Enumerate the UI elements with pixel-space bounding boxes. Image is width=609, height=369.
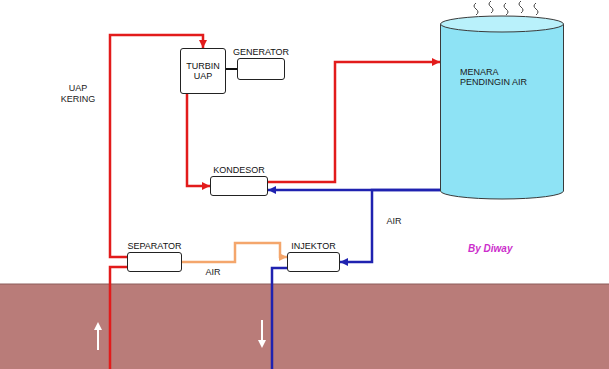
flow-label: AIR bbox=[200, 267, 226, 278]
flow-arrowhead bbox=[258, 340, 266, 348]
box-heading: GENERATOR bbox=[233, 47, 289, 57]
injection-pipe bbox=[272, 268, 287, 369]
steam-waves bbox=[474, 1, 538, 15]
steam-wave bbox=[519, 1, 523, 13]
box-label: TURBIN UAP bbox=[184, 61, 222, 82]
steam-wave bbox=[504, 3, 508, 15]
flow-arrow bbox=[261, 320, 263, 343]
production-pipe bbox=[110, 267, 127, 369]
flow-arrow bbox=[97, 327, 99, 350]
box-label: MENARA PENDINGIN AIR bbox=[460, 67, 544, 88]
flow-label: AIR bbox=[381, 216, 407, 227]
ground bbox=[0, 284, 609, 369]
cooling-tower: MENARA PENDINGIN AIR bbox=[440, 15, 564, 200]
flow-arrowhead bbox=[94, 322, 102, 330]
separator-box: SEPARATOR bbox=[127, 252, 182, 272]
pipe-connector bbox=[182, 243, 287, 262]
pipe-connector bbox=[340, 190, 440, 262]
tower-top bbox=[441, 16, 564, 32]
pipe-connector bbox=[187, 94, 210, 186]
flow-label: UAP KERING bbox=[56, 83, 100, 105]
box-heading: KONDESOR bbox=[213, 165, 265, 175]
steam-wave bbox=[474, 3, 478, 15]
box-heading: INJEKTOR bbox=[291, 241, 335, 251]
condenser-box: KONDESOR bbox=[210, 176, 268, 196]
injector-box: INJEKTOR bbox=[287, 252, 340, 272]
generator-box: GENERATOR bbox=[237, 58, 285, 80]
steam-wave bbox=[534, 3, 538, 15]
pipe-connector bbox=[226, 68, 237, 70]
box-heading: SEPARATOR bbox=[127, 241, 181, 251]
steam-wave bbox=[489, 1, 493, 13]
tower-body bbox=[441, 24, 564, 199]
pipe-connector bbox=[268, 62, 440, 182]
turbine-box: TURBIN UAP bbox=[180, 48, 226, 94]
watermark: By Diway bbox=[468, 243, 512, 254]
tower-outline bbox=[440, 15, 564, 200]
ground-surface bbox=[0, 284, 609, 285]
